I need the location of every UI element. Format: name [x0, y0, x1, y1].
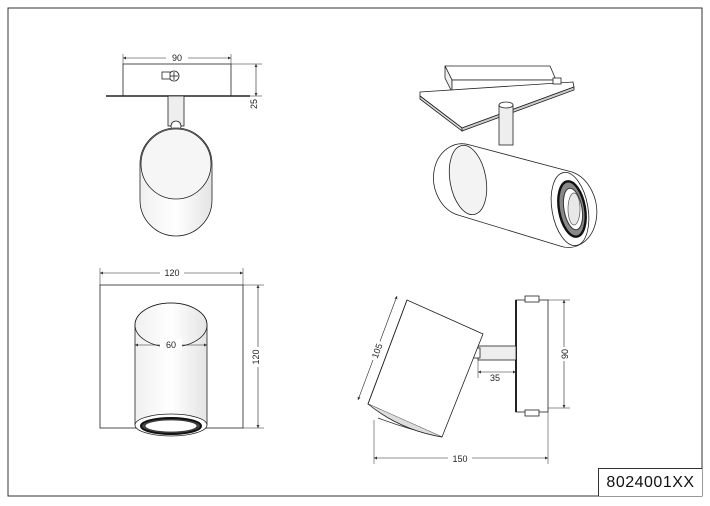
dim-label-25: 25 — [249, 99, 259, 109]
sheet-border — [7, 7, 703, 497]
dim-label-60: 60 — [166, 340, 176, 350]
dim-label-90-top: 90 — [172, 53, 182, 63]
dim-label-120-vertical: 120 — [251, 349, 261, 364]
dim-label-90-side: 90 — [560, 349, 570, 359]
dim-label-120-horizontal: 120 — [164, 268, 179, 278]
front-view-bottom — [99, 268, 264, 437]
dim-label-35: 35 — [490, 373, 500, 383]
front-view-top — [106, 54, 262, 237]
side-view — [357, 295, 570, 464]
dim-label-105: 105 — [370, 342, 385, 360]
part-number: 8024001XX — [606, 473, 695, 491]
isometric-view — [419, 65, 598, 248]
dim-label-150: 150 — [452, 454, 467, 464]
part-number-box: 8024001XX — [598, 468, 702, 496]
